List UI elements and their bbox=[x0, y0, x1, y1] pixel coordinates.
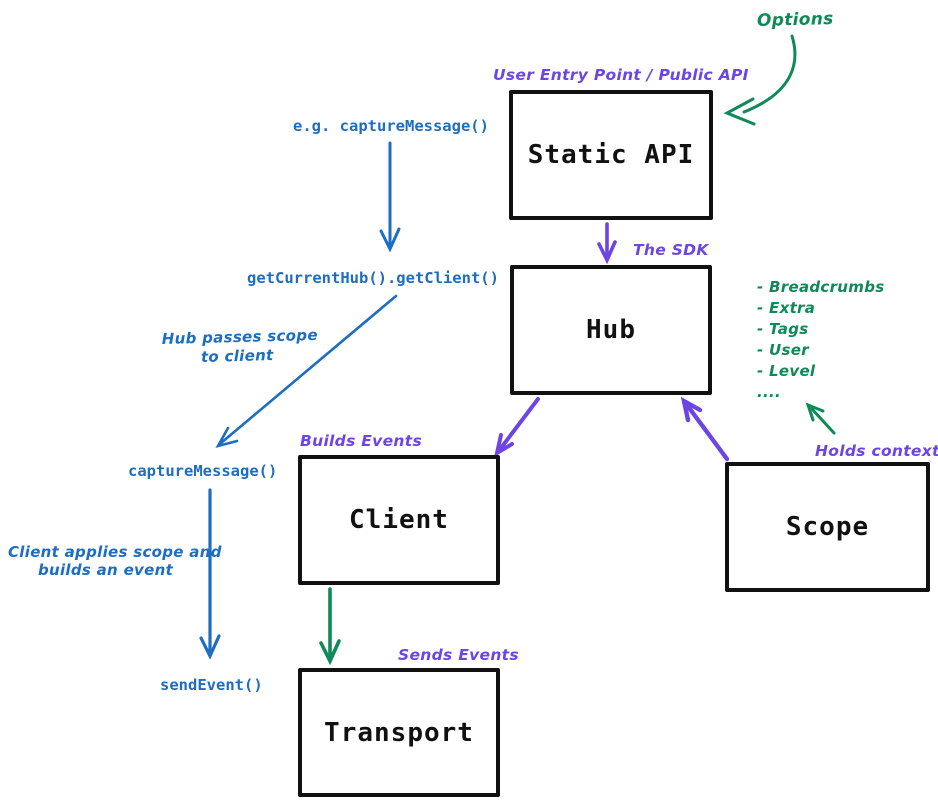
context-item-tags: - Tags bbox=[757, 320, 809, 338]
annotation-user-entry-point: User Entry Point / Public API bbox=[493, 66, 749, 84]
box-hub-label: Hub bbox=[586, 315, 636, 345]
annotation-client-applies-scope-line2: builds an event bbox=[37, 561, 174, 579]
box-hub: Hub bbox=[510, 265, 712, 395]
context-item-breadcrumbs: - Breadcrumbs bbox=[757, 278, 885, 296]
box-client-label: Client bbox=[349, 505, 449, 535]
arrow-static-api-to-hub bbox=[597, 222, 617, 265]
annotation-get-current-hub: getCurrentHub().getClient() bbox=[247, 269, 499, 287]
box-static-api: Static API bbox=[509, 90, 713, 220]
annotation-eg-capture-message: e.g. captureMessage() bbox=[293, 117, 489, 135]
annotation-send-event: sendEvent() bbox=[160, 676, 263, 694]
scope-context-list: - Breadcrumbs - Extra - Tags - User - Le… bbox=[757, 277, 884, 403]
box-static-api-label: Static API bbox=[527, 140, 695, 170]
box-client: Client bbox=[298, 455, 500, 585]
box-transport-label: Transport bbox=[324, 717, 474, 748]
context-item-extra: - Extra bbox=[757, 299, 816, 317]
arrow-capturemessage-to-sendevent bbox=[199, 488, 221, 660]
arrow-hub-to-client bbox=[494, 397, 540, 458]
box-scope-label: Scope bbox=[785, 512, 870, 542]
annotation-options: Options bbox=[756, 9, 834, 31]
annotation-holds-context: Holds context bbox=[815, 442, 938, 460]
annotation-client-applies-scope-line1: Client applies scope and bbox=[8, 543, 222, 561]
annotation-sends-events: Sends Events bbox=[398, 646, 519, 664]
context-item-ellipsis: .... bbox=[757, 383, 781, 401]
annotation-hub-passes-scope-line2: to client bbox=[200, 346, 274, 366]
box-transport: Transport bbox=[298, 668, 500, 797]
annotation-builds-events: Builds Events bbox=[300, 432, 422, 450]
annotation-client-applies-scope: Client applies scope and builds an event bbox=[8, 543, 222, 579]
arrow-scope-to-context-list bbox=[805, 402, 836, 435]
arrow-capture-to-getcurrenthub bbox=[379, 141, 401, 253]
arrow-client-to-transport bbox=[319, 587, 341, 666]
arrow-getcurrenthub-to-capturemessage bbox=[215, 294, 398, 449]
arrow-scope-to-hub bbox=[680, 396, 730, 462]
context-item-level: - Level bbox=[757, 362, 816, 380]
context-item-user: - User bbox=[757, 341, 809, 359]
annotation-capture-message: captureMessage() bbox=[128, 462, 278, 480]
annotation-hub-passes-scope: Hub passes scope to client bbox=[161, 325, 319, 368]
annotation-hub-passes-scope-line1: Hub passes scope bbox=[161, 325, 319, 348]
annotation-the-sdk: The SDK bbox=[633, 241, 709, 259]
box-scope: Scope bbox=[725, 462, 930, 592]
